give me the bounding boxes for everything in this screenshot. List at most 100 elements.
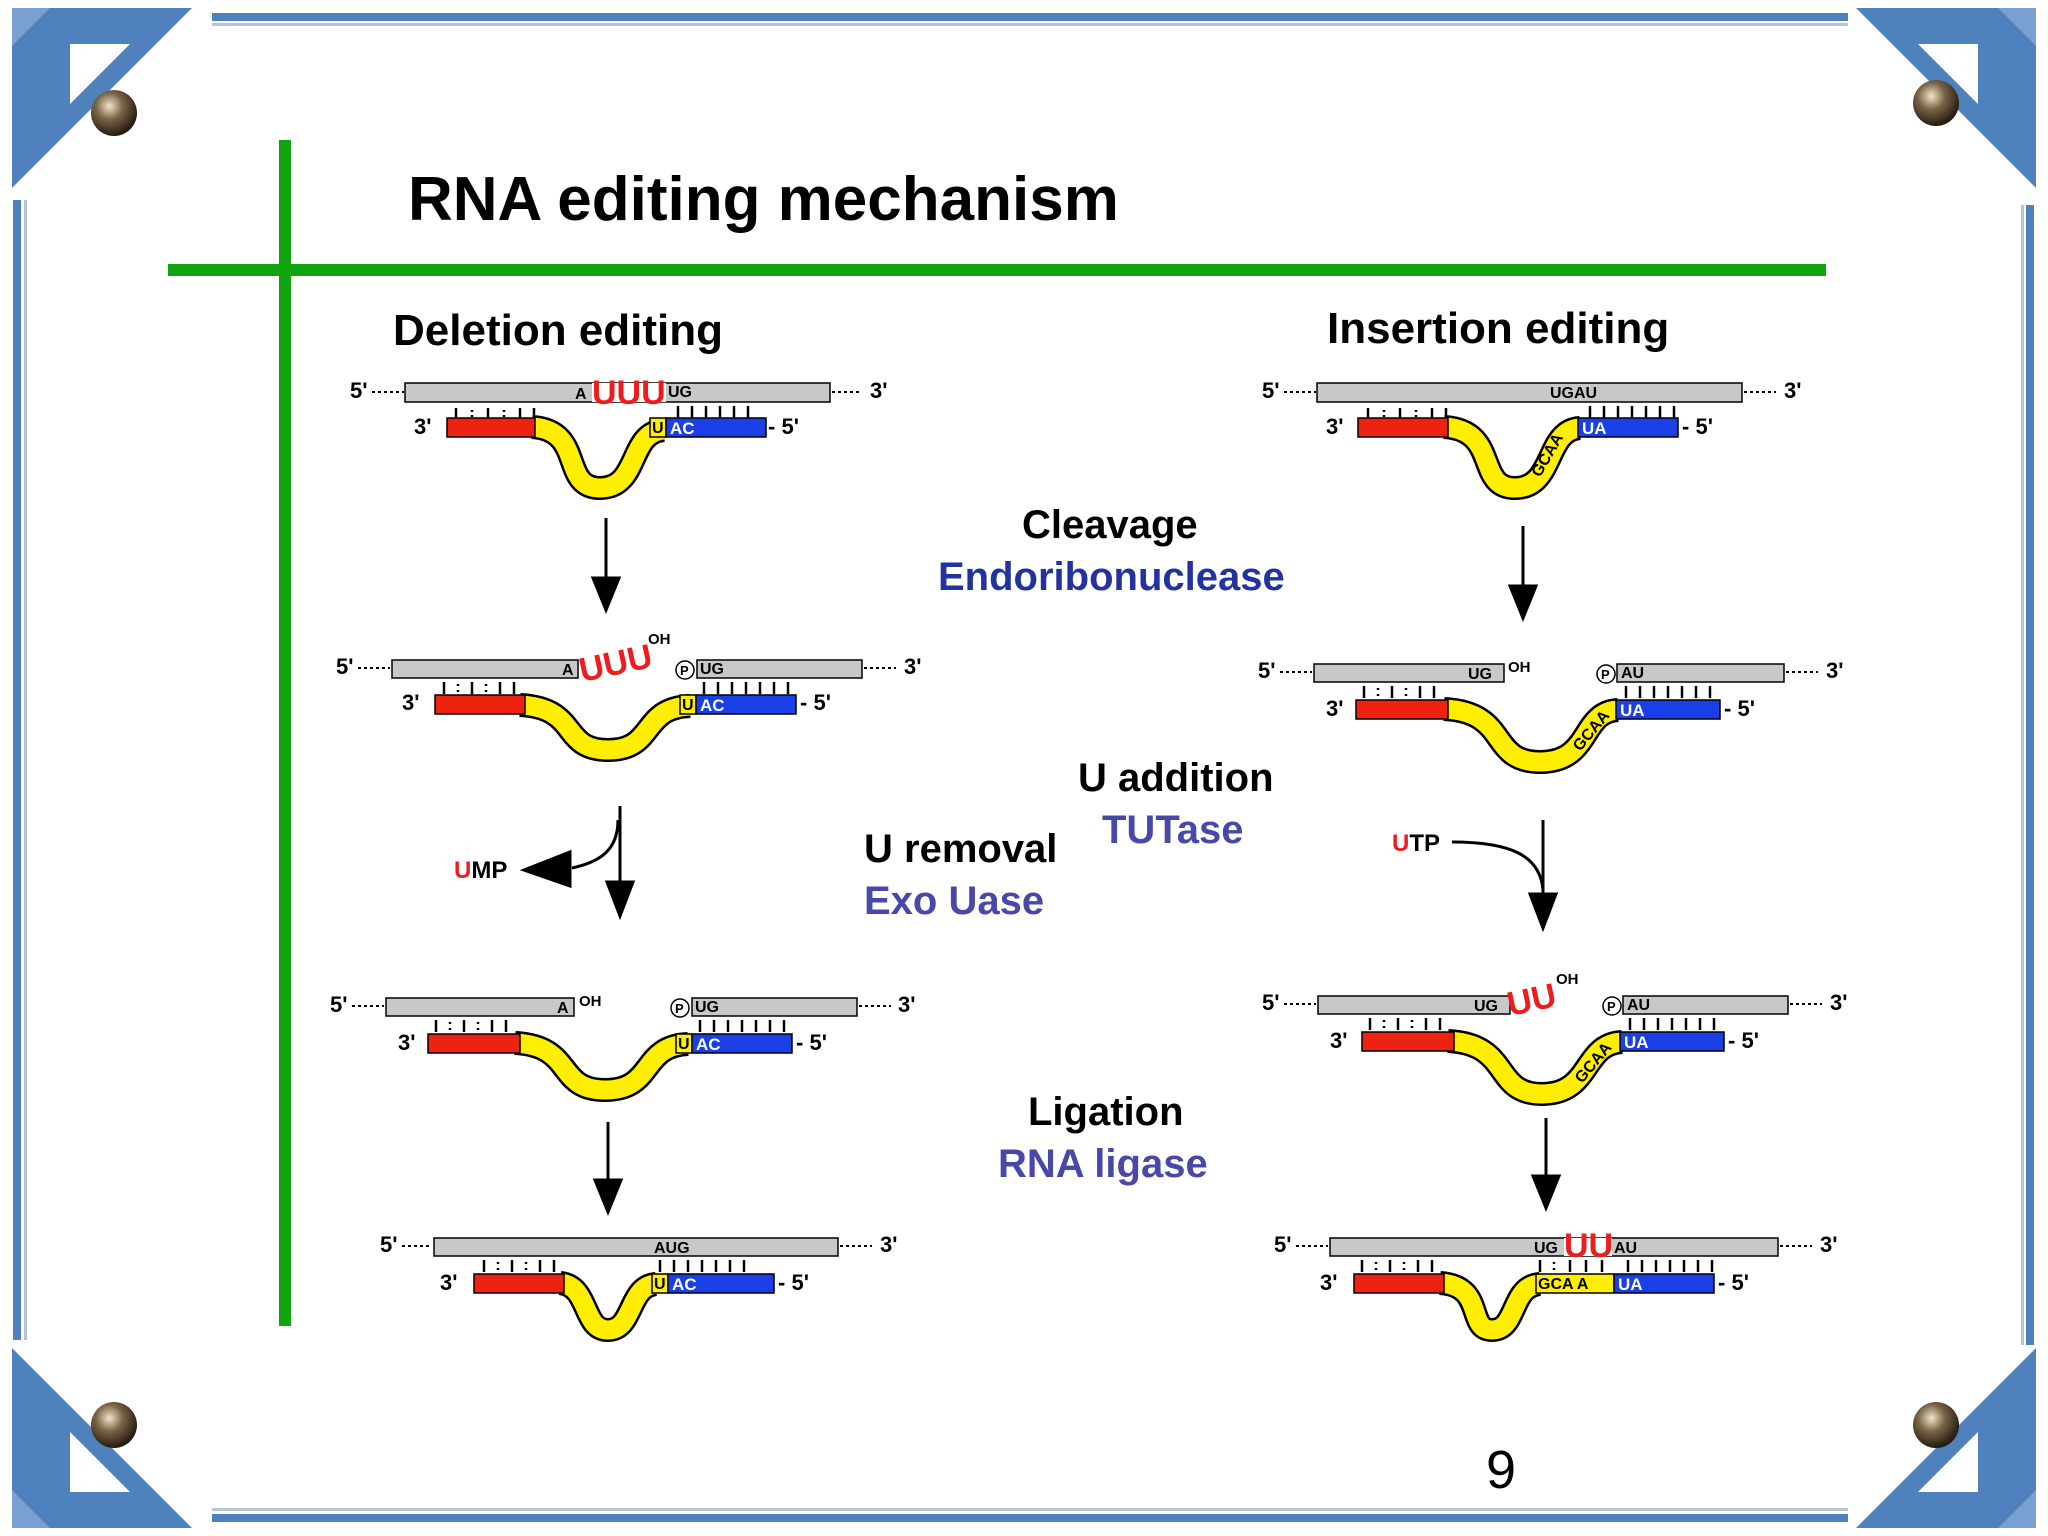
- page-number: 9: [1486, 1440, 1516, 1500]
- step-u-addition-enzyme: TUTase: [1102, 808, 1244, 852]
- svg-text:5': 5': [1262, 990, 1279, 1015]
- horizontal-accent-line: [168, 264, 1826, 276]
- deletion-stage-4: 5' AUG 3' 3' U AC - 5': [380, 1232, 897, 1343]
- step-u-removal-label: U removal: [864, 827, 1057, 871]
- utp-label: UTP: [1392, 830, 1440, 857]
- svg-text:AU: AU: [1621, 665, 1644, 682]
- corner-top-left: [12, 8, 192, 188]
- svg-text:P: P: [680, 663, 689, 678]
- svg-text:U: U: [654, 1276, 666, 1293]
- svg-text:3': 3': [440, 1270, 457, 1295]
- svg-text:- 5': - 5': [1718, 1270, 1749, 1295]
- svg-text:UA: UA: [1624, 1033, 1649, 1052]
- svg-text:UA: UA: [1618, 1275, 1643, 1294]
- svg-text:P: P: [1607, 999, 1616, 1014]
- step-u-addition-label: U addition: [1078, 756, 1274, 800]
- svg-text:5': 5': [1274, 1232, 1291, 1257]
- svg-text:A: A: [557, 1000, 569, 1017]
- guide-3prime-end: 3': [414, 414, 431, 439]
- vertical-accent-line: [279, 140, 291, 1326]
- guide-blue-segment: [665, 417, 767, 438]
- edited-site: AUG: [654, 1240, 690, 1257]
- svg-text:- 5': - 5': [778, 1270, 809, 1295]
- corner-knob-top-right: [1913, 80, 1959, 126]
- svg-text:3': 3': [1330, 1028, 1347, 1053]
- svg-text:UG: UG: [695, 999, 719, 1016]
- mrna-5prime-end: 5': [350, 378, 367, 403]
- uuu-cleaved: UUU: [576, 637, 656, 689]
- mrna-right-fragment: [696, 659, 863, 679]
- arrow-insertion-1: [1507, 526, 1539, 622]
- corner-knob-bottom-right: [1913, 1402, 1959, 1448]
- svg-text:5': 5': [380, 1232, 397, 1257]
- step-u-removal-enzyme: Exo Uase: [864, 879, 1044, 923]
- svg-text:UG: UG: [668, 384, 692, 401]
- svg-text:3': 3': [1826, 658, 1843, 683]
- edit-site: UGAU: [1550, 385, 1597, 402]
- svg-text:5': 5': [336, 654, 353, 679]
- arrow-deletion-3: [592, 1122, 624, 1216]
- svg-text:- 5': - 5': [796, 1030, 827, 1055]
- insertion-stage-3: 5' UG UU OH P AU 3' 3' GCAA UA - 5': [1262, 971, 1847, 1107]
- svg-text:U: U: [678, 1036, 690, 1053]
- guide-red-segment: [446, 417, 536, 438]
- svg-text:3': 3': [904, 654, 921, 679]
- svg-text:AU: AU: [1614, 1240, 1637, 1257]
- arrow-deletion-1: [590, 518, 622, 614]
- svg-text:AC: AC: [696, 1035, 721, 1054]
- svg-text:UG: UG: [700, 661, 724, 678]
- process-arrows: [519, 518, 1562, 1216]
- svg-text:3': 3': [1820, 1232, 1837, 1257]
- guide-gcaa-paired: GCA A: [1538, 1276, 1589, 1293]
- svg-text:5': 5': [1262, 378, 1279, 403]
- slide-title: RNA editing mechanism: [408, 165, 1119, 234]
- svg-text:3': 3': [402, 690, 419, 715]
- deletion-stage-2: 5' A UUU OH P UG 3' 3' U AC - 5': [336, 631, 921, 763]
- svg-text:AU: AU: [1627, 997, 1650, 1014]
- insertion-stage-2: 5' UG OH P AU 3' 3' GCAA UA - 5': [1258, 658, 1843, 775]
- svg-text:U: U: [682, 697, 694, 714]
- svg-text:P: P: [675, 1001, 684, 1016]
- svg-text:OH: OH: [1556, 971, 1579, 988]
- step-cleavage-label: Cleavage: [1022, 503, 1198, 547]
- svg-text:3': 3': [1326, 414, 1343, 439]
- insertion-stage-4: 5' UG UU AU 3' 3' GCA A UA - 5': [1274, 1227, 1837, 1343]
- corner-bottom-left: [12, 1348, 192, 1528]
- svg-text:AC: AC: [672, 1275, 697, 1294]
- slide-frame: [12, 8, 2036, 1528]
- svg-text:OH: OH: [1508, 659, 1531, 676]
- svg-text:A: A: [562, 662, 574, 679]
- arrow-utp-feed: [1451, 840, 1545, 891]
- svg-text:UG: UG: [1474, 998, 1498, 1015]
- mrna-3prime-end: 3': [870, 378, 887, 403]
- corner-knob-bottom-left: [91, 1402, 137, 1448]
- step-cleavage-enzyme: Endoribonuclease: [938, 555, 1285, 599]
- uuu-insert: UUU: [592, 374, 666, 412]
- svg-text:5': 5': [330, 992, 347, 1017]
- svg-text:AC: AC: [670, 419, 695, 438]
- arrow-insertion-2: [1527, 820, 1559, 933]
- svg-text:UG: UG: [1534, 1240, 1558, 1257]
- guide-5prime-end: - 5': [768, 414, 799, 439]
- uu-added: UU: [1504, 976, 1560, 1023]
- ump-label: UMP: [454, 857, 507, 884]
- arrow-insertion-3: [1530, 1118, 1562, 1212]
- svg-text:3': 3': [1830, 990, 1847, 1015]
- deletion-stage-3: 5' A OH P UG 3' 3' U AC - 5': [330, 992, 915, 1103]
- deletion-heading: Deletion editing: [393, 306, 723, 355]
- svg-text:OH: OH: [579, 993, 602, 1010]
- corner-top-right: [1856, 8, 2036, 188]
- svg-text:3': 3': [1320, 1270, 1337, 1295]
- svg-text:3': 3': [898, 992, 915, 1017]
- step-ligation-label: Ligation: [1028, 1090, 1184, 1134]
- svg-text:UA: UA: [1620, 701, 1645, 720]
- mrna-left-fragment: [391, 659, 579, 679]
- svg-text:3': 3': [1784, 378, 1801, 403]
- svg-text:A: A: [575, 386, 587, 403]
- svg-text:UG: UG: [1468, 666, 1492, 683]
- svg-text:U: U: [652, 420, 664, 437]
- svg-text:- 5': - 5': [1728, 1028, 1759, 1053]
- svg-text:- 5': - 5': [800, 690, 831, 715]
